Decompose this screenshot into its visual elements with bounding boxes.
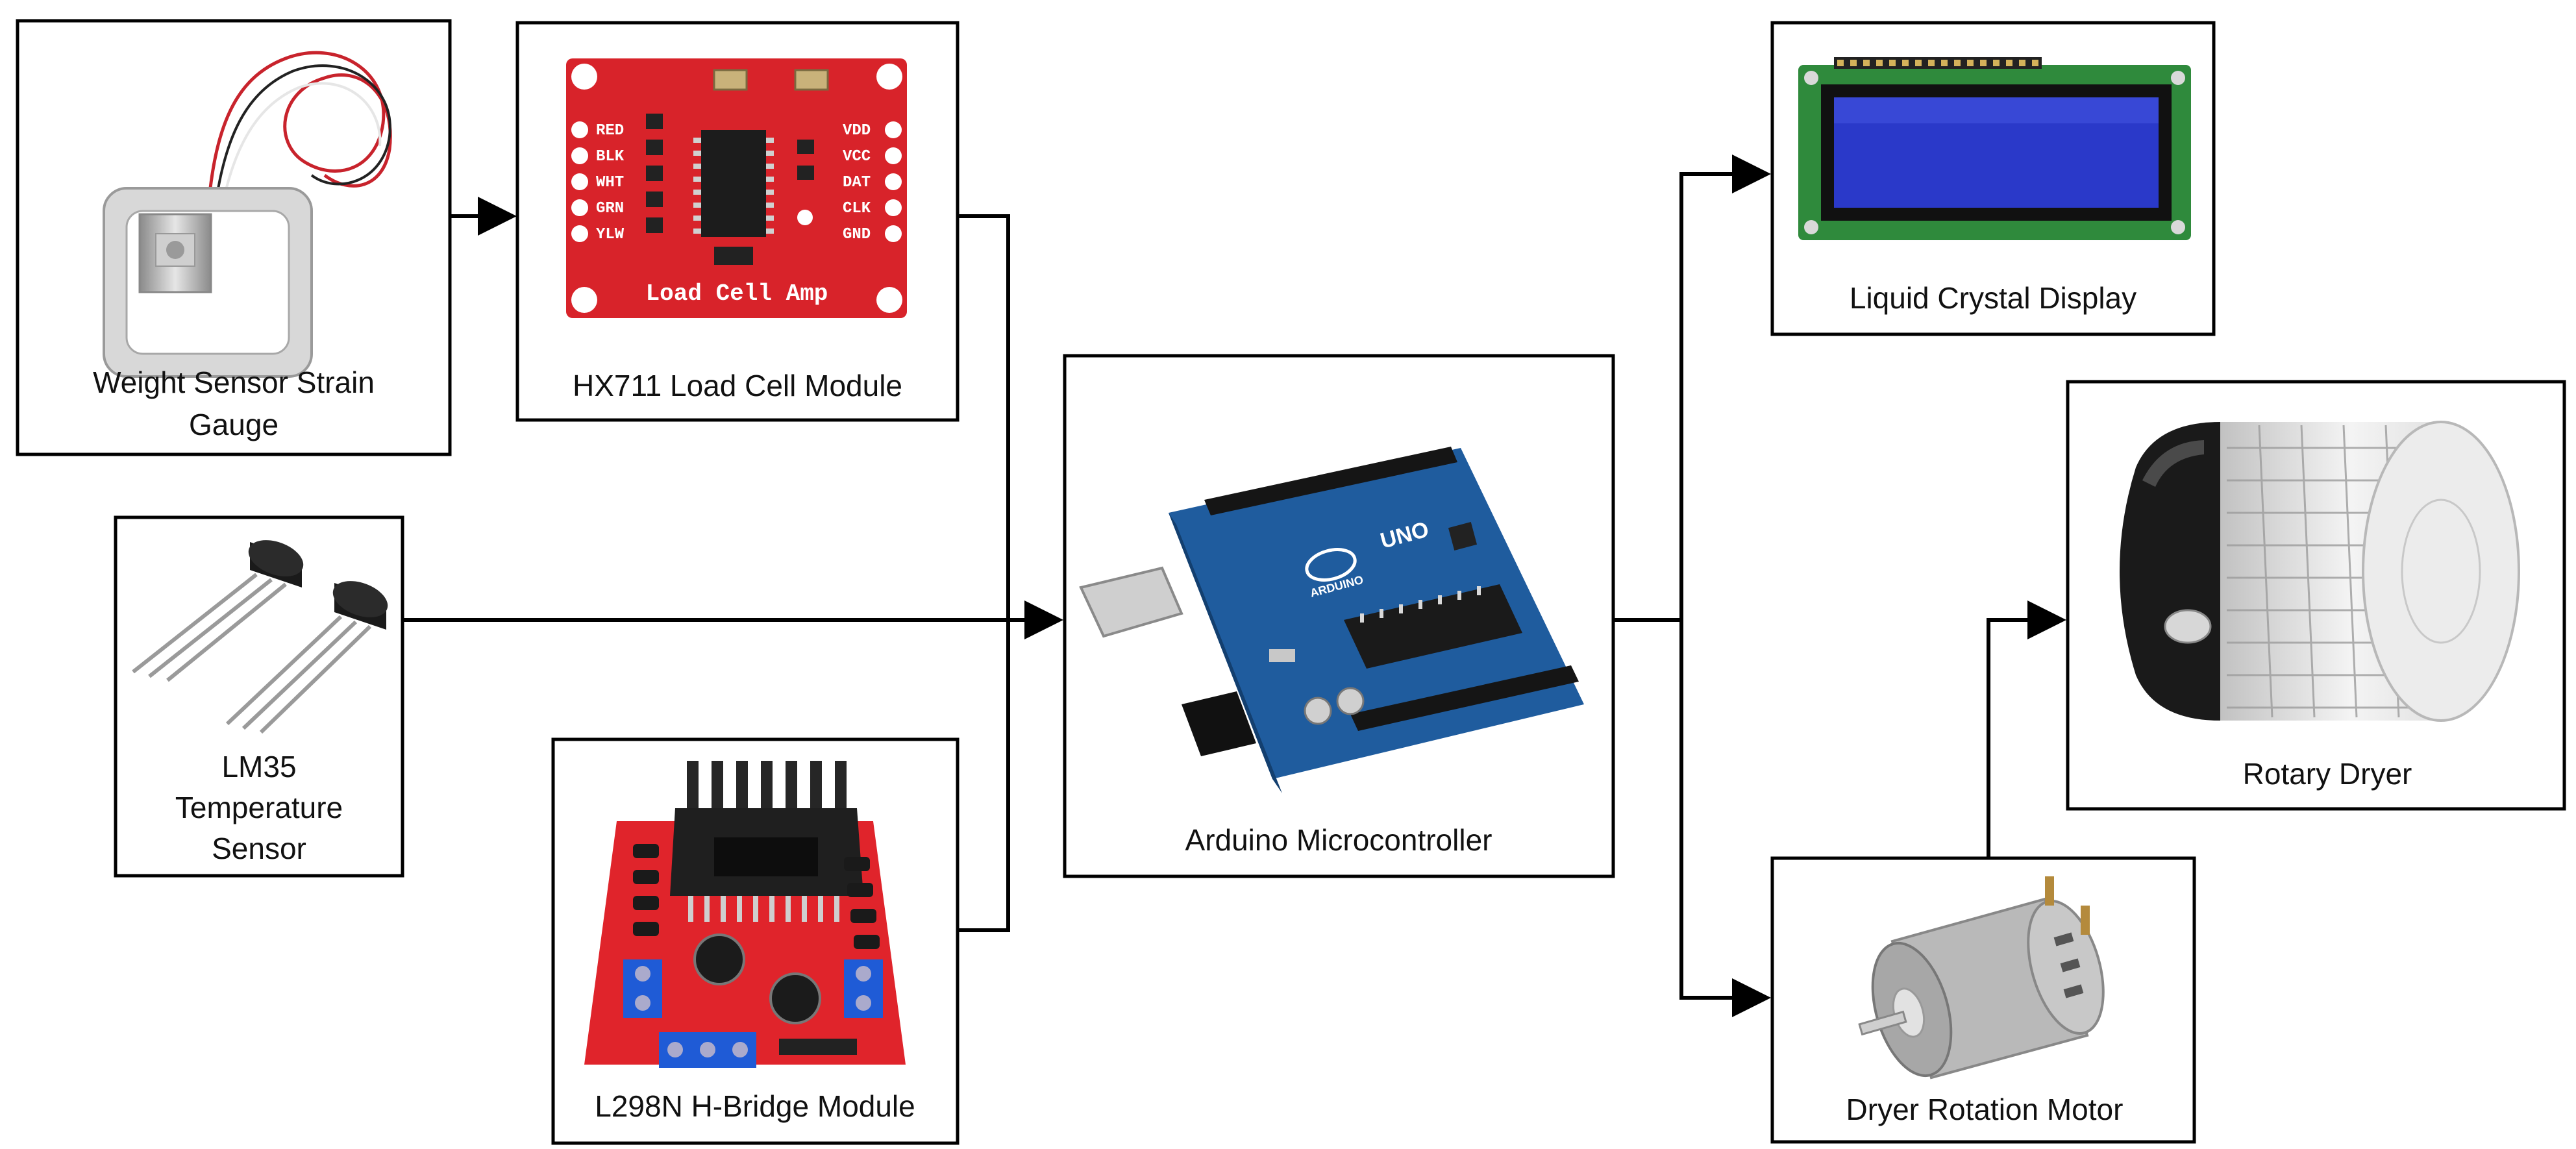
arrow-motor-to-dryer <box>1987 600 2066 858</box>
hx711-pin-right-4: CLK <box>843 200 871 217</box>
label-weight-sensor-line2: Gauge <box>189 408 279 441</box>
block-l298n: L298N H-Bridge Module <box>551 737 960 1145</box>
label-rotary-dryer: Rotary Dryer <box>2243 757 2412 791</box>
connectors <box>402 154 2066 1017</box>
label-lm35-line1: LM35 <box>221 750 296 784</box>
block-hx711: RED BLK WHT GRN YLW VDD VCC DAT CLK GND <box>515 21 960 422</box>
hx711-pin-right-2: VCC <box>843 148 871 166</box>
hx711-pin-right-5: GND <box>843 226 871 243</box>
hx711-pin-left-4: GRN <box>596 200 624 217</box>
block-motor: Dryer Rotation Motor <box>1770 856 2196 1144</box>
l298n-image <box>584 761 906 1068</box>
rotary-dryer-image <box>2120 421 2520 722</box>
block-border <box>114 515 404 878</box>
block-weight-sensor: Weight Sensor Strain Gauge <box>16 19 452 456</box>
label-motor: Dryer Rotation Motor <box>1846 1093 2124 1126</box>
hx711-pin-left-2: BLK <box>596 148 625 166</box>
lcd-image <box>1798 57 2191 240</box>
label-l298n: L298N H-Bridge Module <box>595 1089 915 1123</box>
arduino-board-image: UNO ARDUINO <box>1079 447 1584 793</box>
label-weight-sensor-line1: Weight Sensor Strain <box>93 365 375 399</box>
label-hx711: HX711 Load Cell Module <box>573 369 902 402</box>
arrow-branch-to-motor <box>1679 620 1771 1017</box>
block-lcd: Liquid Crystal Display <box>1770 21 2216 336</box>
motor-image <box>1858 876 2105 1080</box>
hx711-pin-left-5: YLW <box>596 226 625 243</box>
line-hx711-to-bus <box>958 214 1010 620</box>
line-l298n-to-bus <box>958 620 1010 932</box>
block-arduino: UNO ARDUINO Arduino Microcontroller <box>1063 354 1615 878</box>
hx711-pin-left-3: WHT <box>596 174 624 192</box>
block-lm35: LM35 Temperature Sensor <box>114 515 404 878</box>
label-lcd: Liquid Crystal Display <box>1850 281 2136 315</box>
label-lm35-line2: Temperature <box>175 791 343 824</box>
hx711-pin-right-3: DAT <box>843 174 871 192</box>
block-rotary-dryer: Rotary Dryer <box>2066 380 2566 811</box>
arrow-branch-to-lcd <box>1679 154 1771 620</box>
hx711-pin-left-1: RED <box>596 122 624 140</box>
hx711-board-text: Load Cell Amp <box>646 280 828 307</box>
label-arduino: Arduino Microcontroller <box>1185 823 1492 857</box>
strain-gauge-image <box>103 51 392 378</box>
hx711-pin-right-1: VDD <box>843 122 871 140</box>
label-lm35-line3: Sensor <box>212 832 306 865</box>
lm35-image <box>132 540 388 734</box>
hx711-board-image: RED BLK WHT GRN YLW VDD VCC DAT CLK GND <box>566 58 907 318</box>
